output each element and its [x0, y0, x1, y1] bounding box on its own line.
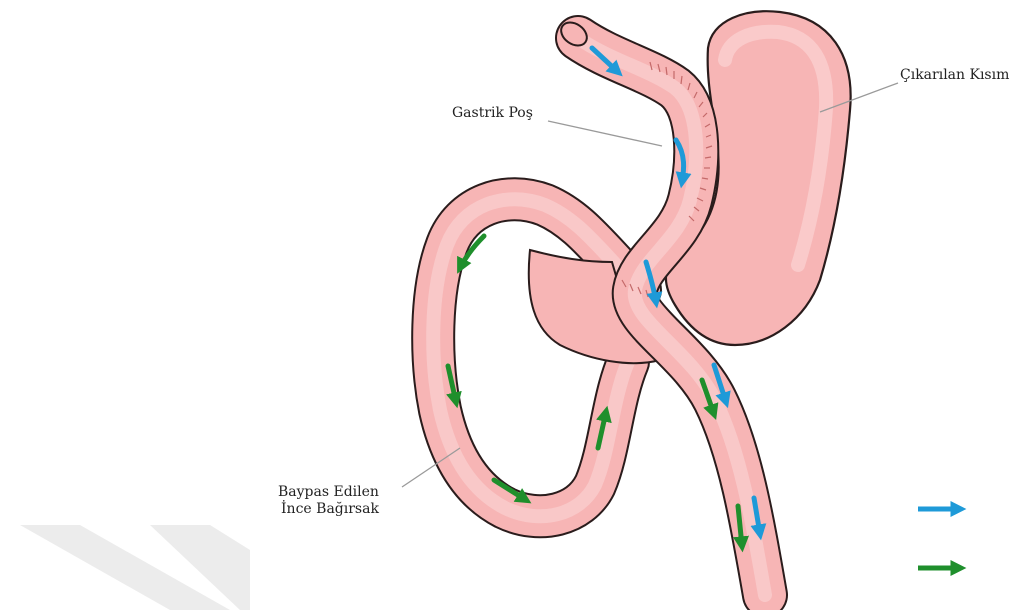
gastric-pouch-label: Gastrik Poş — [452, 105, 533, 122]
watermark — [20, 525, 250, 610]
removed-part-label: Çıkarılan Kısım — [900, 67, 1009, 84]
bypassed-intestine-label: Baypas Edilen İnce Bağırsak — [278, 484, 379, 518]
bypassed-intestine-label-line1: Baypas Edilen — [278, 484, 379, 501]
legend — [918, 509, 960, 568]
bypassed-intestine-label-line2: İnce Bağırsak — [278, 501, 379, 518]
